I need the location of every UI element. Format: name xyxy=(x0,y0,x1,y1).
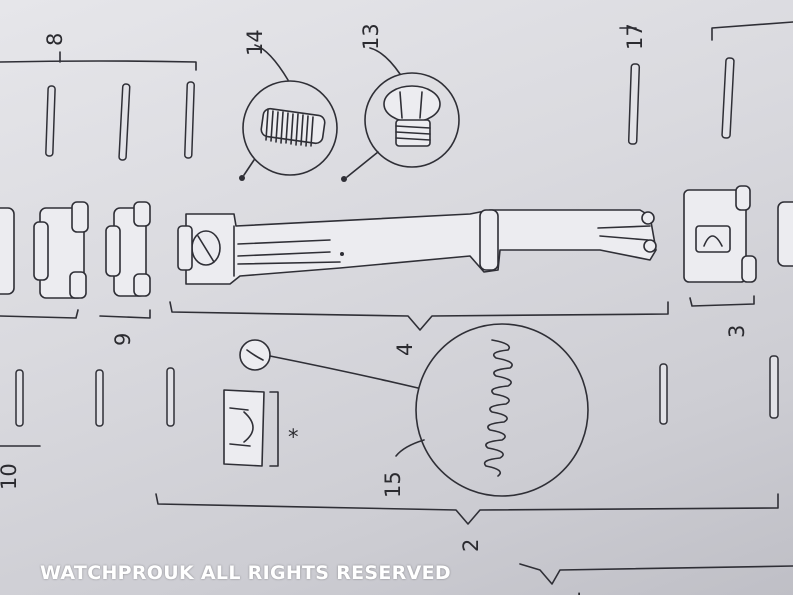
dot-marker xyxy=(340,252,344,256)
watermark: WATCHPROUK ALL RIGHTS RESERVED xyxy=(40,562,451,584)
label-4: 4 xyxy=(393,343,417,356)
pin xyxy=(118,83,131,161)
label-9: 9 xyxy=(111,333,135,346)
leader-15 xyxy=(395,439,425,457)
label-1: 1 xyxy=(561,591,585,595)
label-asterisk: * xyxy=(288,425,299,449)
pin xyxy=(184,81,195,159)
bracket-10 xyxy=(0,309,79,319)
callout-circle-15 xyxy=(415,323,589,497)
pin xyxy=(627,63,641,145)
dot-marker xyxy=(239,175,245,181)
bracket-1 xyxy=(519,563,793,585)
bracket-asterisk xyxy=(269,391,279,467)
leader-screw-head xyxy=(269,355,419,389)
pin xyxy=(166,367,175,427)
label-10: 10 xyxy=(0,463,21,490)
bracket-4 xyxy=(169,301,669,331)
bracket-right-top xyxy=(711,21,793,41)
pin xyxy=(659,363,668,425)
pin xyxy=(95,369,104,427)
clasp-part-4 xyxy=(177,209,657,285)
bracket-8 xyxy=(0,51,197,71)
leader-13 xyxy=(369,47,401,75)
callout-circle-14 xyxy=(242,80,338,176)
link-part-right-edge xyxy=(777,201,793,267)
spacer-part xyxy=(223,389,265,467)
leader-14 xyxy=(254,44,289,81)
coil-spring-part-15 xyxy=(483,339,513,477)
pin xyxy=(721,57,735,139)
label-15: 15 xyxy=(381,471,405,498)
link-part-left xyxy=(33,201,89,299)
screw-part-13 xyxy=(383,85,441,147)
label-2: 2 xyxy=(459,539,483,552)
pin xyxy=(45,85,56,157)
spring-tube-part-14 xyxy=(260,107,326,147)
label-8: 8 xyxy=(43,33,67,46)
link-part-3 xyxy=(683,185,757,283)
screw-slot xyxy=(246,349,264,361)
bracket-2 xyxy=(155,493,779,525)
bracket-9 xyxy=(99,309,151,319)
dot-marker xyxy=(341,176,347,182)
label-13: 13 xyxy=(359,23,383,50)
link-part-9 xyxy=(105,201,151,297)
link-part-left-edge xyxy=(0,207,15,295)
leader-13-dot xyxy=(346,151,379,178)
leader-14-dot xyxy=(243,159,255,176)
bracket-3 xyxy=(689,295,755,307)
callout-circle-13 xyxy=(364,72,460,168)
label-3: 3 xyxy=(725,325,749,338)
label-14: 14 xyxy=(243,29,267,56)
pin xyxy=(769,355,779,419)
pin xyxy=(15,369,24,427)
